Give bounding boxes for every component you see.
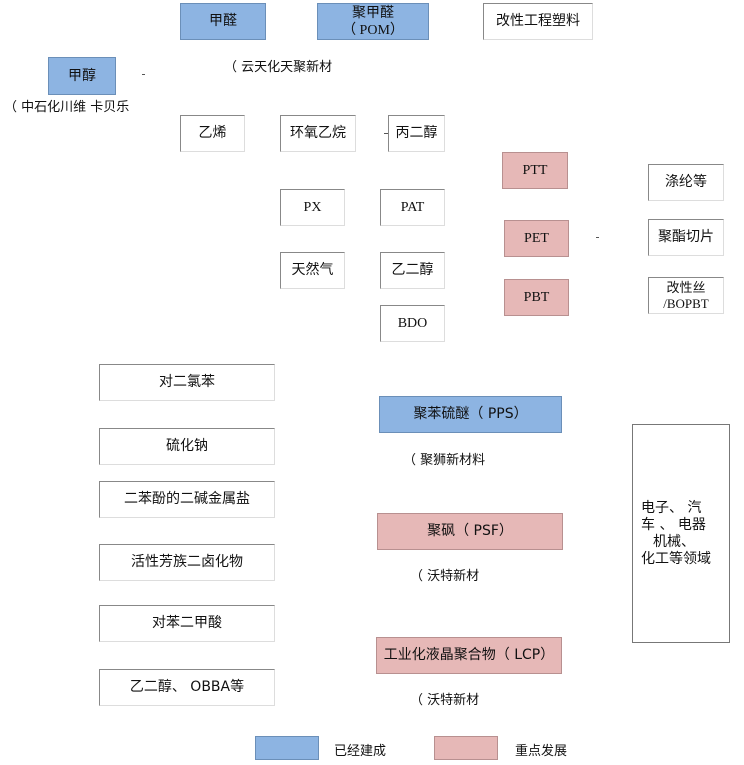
legend-swatch-focus bbox=[434, 736, 498, 760]
node-polyester-chips-label: 聚酯切片 bbox=[658, 229, 714, 245]
node-sodium-sulfide-label: 硫化钠 bbox=[166, 438, 208, 454]
node-sodium-sulfide: 硫化钠 bbox=[99, 428, 275, 465]
node-applications-line1: 电子、 汽 bbox=[641, 499, 702, 516]
node-aromatic-dihalide-label: 活性芳族二卤化物 bbox=[131, 554, 243, 570]
connector-tick bbox=[596, 237, 599, 238]
node-ethylene: 乙烯 bbox=[180, 115, 245, 152]
node-eg-obba-label: 乙二醇、 OBBA等 bbox=[129, 679, 245, 695]
node-modified-line1: 改性丝 bbox=[666, 280, 706, 296]
node-modified-plastics: 改性工程塑料 bbox=[483, 3, 593, 40]
node-applications-line3: 机械、 bbox=[653, 533, 695, 550]
note-wote-2: （ 沃特新材 bbox=[410, 693, 480, 708]
node-bdo-label: BDO bbox=[397, 316, 428, 331]
node-pbt-label: PBT bbox=[523, 290, 550, 305]
node-applications-line2: 车 、 电器 bbox=[641, 516, 706, 533]
node-applications-line4: 化工等领域 bbox=[641, 550, 711, 567]
note-jushi: （ 聚狮新材料 bbox=[403, 453, 486, 468]
node-ethylene-glycol-label: 乙二醇 bbox=[391, 262, 434, 278]
node-modified-line2: /BOPBT bbox=[663, 295, 709, 311]
node-ethylene-oxide: 环氧乙烷 bbox=[280, 115, 356, 152]
node-pom: 聚甲醛 （ POM） bbox=[317, 3, 429, 40]
node-ptt: PTT bbox=[502, 152, 568, 189]
node-polyester-fiber-label: 涤纶等 bbox=[665, 174, 707, 190]
node-px-label: PX bbox=[303, 200, 322, 215]
connector-tick bbox=[384, 133, 388, 134]
node-px: PX bbox=[280, 189, 345, 226]
node-eg-obba: 乙二醇、 OBBA等 bbox=[99, 669, 275, 706]
node-pbt: PBT bbox=[504, 279, 569, 316]
node-natural-gas-label: 天然气 bbox=[291, 262, 334, 278]
node-modified-fiber: 改性丝 /BOPBT bbox=[648, 277, 724, 314]
node-diphenol-salt: 二苯酚的二碱金属盐 bbox=[99, 481, 275, 518]
node-propanediol-label: 丙二醇 bbox=[395, 125, 438, 141]
node-polyester-chips: 聚酯切片 bbox=[648, 219, 724, 256]
node-terephthalic-acid: 对苯二甲酸 bbox=[99, 605, 275, 642]
node-methanol-label: 甲醇 bbox=[68, 67, 96, 84]
node-methanol: 甲醇 bbox=[48, 57, 116, 95]
node-applications: 电子、 汽 车 、 电器 机械、 化工等领域 bbox=[632, 424, 730, 643]
note-wote-1: （ 沃特新材 bbox=[410, 569, 480, 584]
note-sinopec: （ 中石化川维 卡贝乐 bbox=[4, 100, 130, 115]
node-psf: 聚砜（ PSF） bbox=[377, 513, 563, 550]
node-bdo: BDO bbox=[380, 305, 445, 342]
node-pom-line2: （ POM） bbox=[342, 22, 404, 38]
node-ethylene-oxide-label: 环氧乙烷 bbox=[290, 125, 346, 141]
note-yuntianhua: （ 云天化天聚新材 bbox=[224, 60, 333, 75]
connector-tick bbox=[142, 74, 145, 75]
node-pat: PAT bbox=[380, 189, 445, 226]
node-lcp: 工业化液晶聚合物（ LCP） bbox=[376, 637, 562, 674]
node-pet: PET bbox=[504, 220, 569, 257]
node-methanal: 甲醛 bbox=[180, 3, 266, 40]
legend-label-focus: 重点发展 bbox=[515, 744, 568, 759]
node-pps-label: 聚苯硫醚（ PPS） bbox=[413, 406, 528, 422]
node-dichlorobenzene-label: 对二氯苯 bbox=[159, 374, 215, 390]
legend-label-built: 已经建成 bbox=[334, 744, 387, 759]
node-polyester-fiber: 涤纶等 bbox=[648, 164, 724, 201]
node-ethylene-glycol: 乙二醇 bbox=[380, 252, 445, 289]
node-dichlorobenzene: 对二氯苯 bbox=[99, 364, 275, 401]
node-aromatic-dihalide: 活性芳族二卤化物 bbox=[99, 544, 275, 581]
node-pom-line1: 聚甲醛 bbox=[352, 4, 394, 21]
node-methanal-label: 甲醛 bbox=[209, 13, 237, 29]
node-psf-label: 聚砜（ PSF） bbox=[427, 523, 513, 539]
node-natural-gas: 天然气 bbox=[280, 252, 345, 289]
node-lcp-label: 工业化液晶聚合物（ LCP） bbox=[383, 647, 555, 663]
node-terephthalic-acid-label: 对苯二甲酸 bbox=[152, 615, 222, 631]
node-ptt-label: PTT bbox=[522, 163, 548, 178]
node-ethylene-label: 乙烯 bbox=[198, 125, 227, 141]
node-pat-label: PAT bbox=[400, 200, 425, 215]
node-propanediol: 丙二醇 bbox=[388, 115, 445, 152]
node-modified-plastics-label: 改性工程塑料 bbox=[496, 13, 580, 29]
node-diphenol-salt-label: 二苯酚的二碱金属盐 bbox=[124, 491, 250, 507]
legend-swatch-built bbox=[255, 736, 319, 760]
node-pps: 聚苯硫醚（ PPS） bbox=[379, 396, 562, 433]
node-pet-label: PET bbox=[524, 231, 549, 246]
